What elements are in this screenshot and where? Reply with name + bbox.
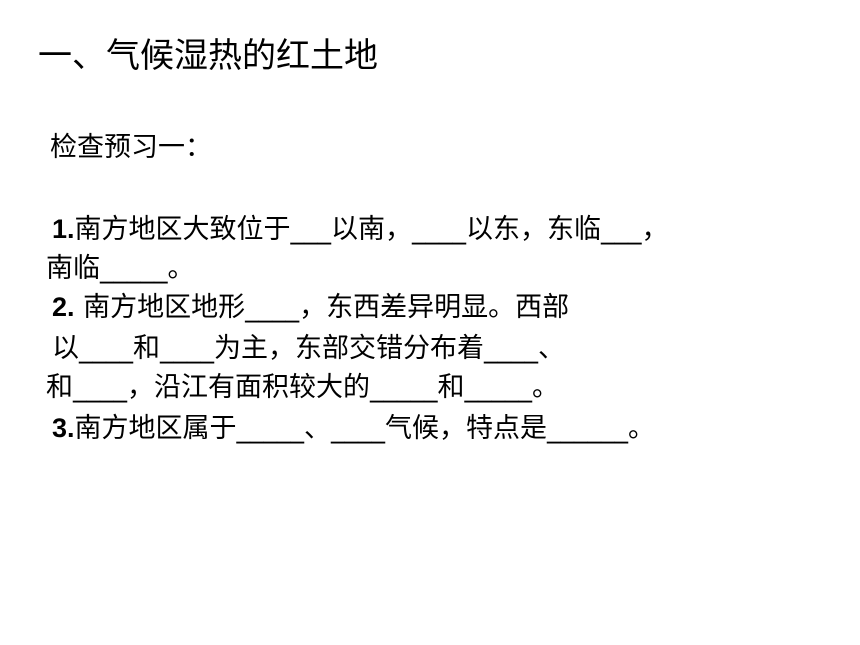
question-line: 以____和____为主，东部交错分布着____、: [52, 328, 565, 369]
question-text: 南方地区地形____，东西差异明显。西部: [74, 292, 570, 323]
question-line: 和____，沿江有面积较大的_____和_____。: [46, 367, 559, 408]
slide-title: 一、气候湿热的红土地: [38, 36, 378, 76]
question-line: 南临_____。: [46, 248, 195, 289]
question-text: 南临_____。: [46, 253, 195, 284]
question-line: 1.南方地区大致位于___以南，____以东，东临___，: [52, 209, 669, 250]
question-number: 3.: [52, 413, 75, 443]
question-text: 和____，沿江有面积较大的_____和_____。: [46, 372, 559, 403]
question-text: 以____和____为主，东部交错分布着____、: [52, 333, 565, 364]
question-text: 南方地区属于_____、____气候，特点是______。: [74, 413, 656, 444]
question-number: 2.: [52, 292, 75, 322]
question-number: 1.: [52, 214, 75, 244]
question-line: 3.南方地区属于_____、____气候，特点是______。: [52, 408, 655, 449]
section-heading: 检查预习一：: [50, 132, 212, 163]
question-line: 2. 南方地区地形____，东西差异明显。西部: [52, 287, 569, 328]
question-text: 南方地区大致位于___以南，____以东，东临___，: [74, 214, 669, 245]
